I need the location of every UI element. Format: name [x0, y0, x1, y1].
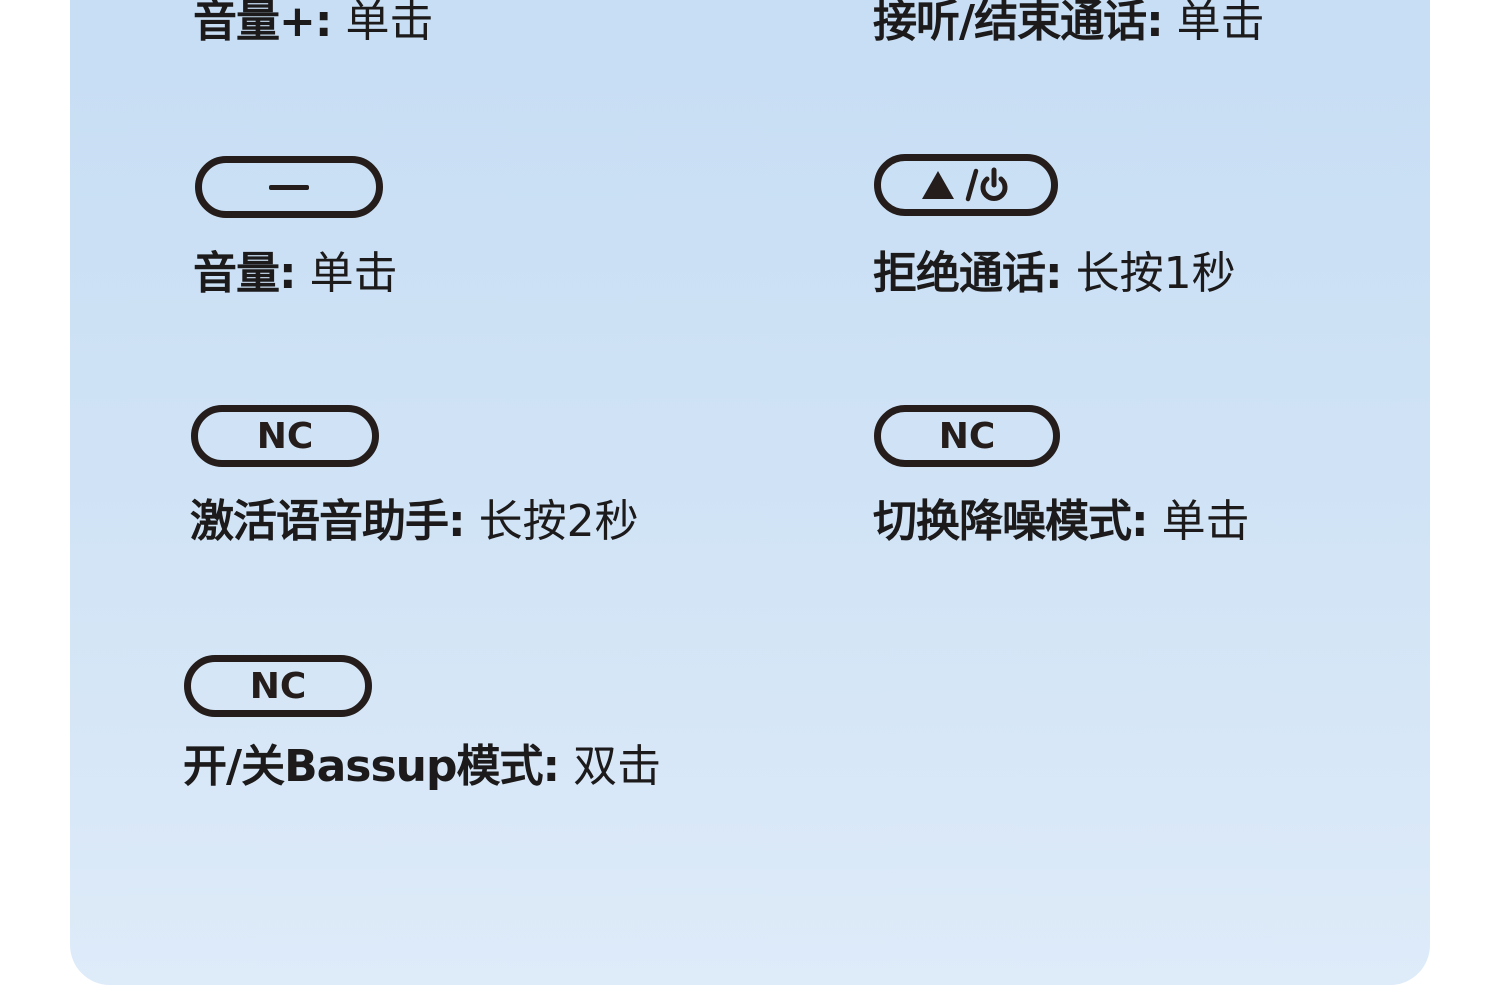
volume-down-button[interactable]	[195, 156, 383, 218]
bassup-label: 开/关Bassup模式: 双击	[183, 745, 661, 789]
bassup-action: 双击	[573, 741, 662, 792]
volume-up-label: 音量+: 单击	[193, 0, 433, 44]
nc-button-voice-assistant[interactable]: NC	[191, 405, 379, 467]
reject-call-action: 长按1秒	[1075, 248, 1236, 299]
volume-up-action: 单击	[345, 0, 434, 47]
reject-call-name: 拒绝通话:	[873, 248, 1063, 299]
answer-end-call-action: 单击	[1176, 0, 1265, 47]
nc-button-bassup[interactable]: NC	[184, 655, 372, 717]
answer-end-call-label: 接听/结束通话: 单击	[873, 0, 1265, 44]
nc-button-label: NC	[249, 665, 307, 707]
volume-down-name: 音量:	[193, 248, 297, 299]
nc-button-noise-mode[interactable]: NC	[874, 405, 1060, 467]
noise-mode-name: 切换降噪模式:	[873, 496, 1149, 547]
volume-down-label: 音量: 单击	[193, 252, 398, 296]
volume-up-name: 音量+:	[193, 0, 332, 47]
volume-down-action: 单击	[309, 248, 398, 299]
reject-call-label: 拒绝通话: 长按1秒	[873, 252, 1236, 296]
noise-mode-label: 切换降噪模式: 单击	[873, 500, 1250, 544]
play-power-icon	[922, 167, 1008, 202]
controls-panel	[70, 0, 1430, 985]
minus-icon	[269, 184, 309, 190]
answer-end-call-name: 接听/结束通话:	[873, 0, 1164, 47]
play-power-button[interactable]	[874, 154, 1058, 216]
nc-button-label: NC	[256, 415, 314, 457]
voice-assistant-label: 激活语音助手: 长按2秒	[190, 500, 639, 544]
bassup-name: 开/关Bassup模式:	[183, 741, 560, 792]
noise-mode-action: 单击	[1161, 496, 1250, 547]
voice-assistant-name: 激活语音助手:	[190, 496, 466, 547]
voice-assistant-action: 长按2秒	[478, 496, 639, 547]
nc-button-label: NC	[938, 415, 996, 457]
